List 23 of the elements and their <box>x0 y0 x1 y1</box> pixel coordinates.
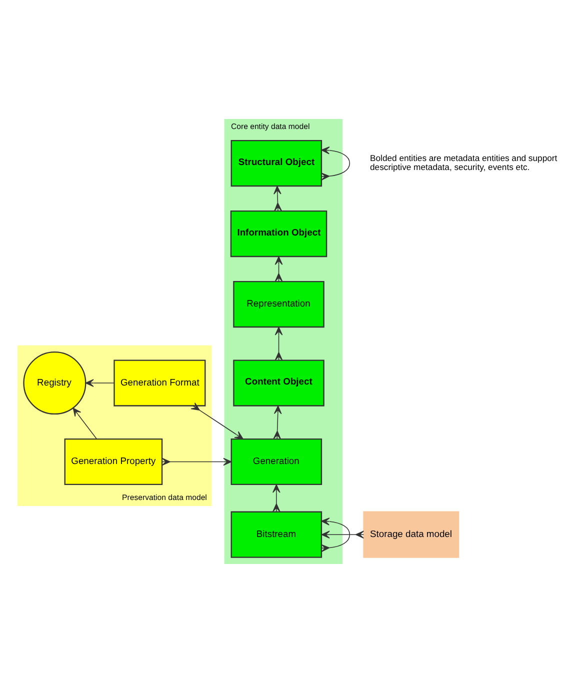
node-box: Generation Format <box>114 360 206 406</box>
node-box: Storage data model <box>363 511 460 558</box>
node-box: Bitstream <box>230 511 322 558</box>
arrow <box>273 406 282 440</box>
arrow <box>320 518 350 552</box>
arrow <box>320 146 350 180</box>
node-box: Content Object <box>233 360 324 406</box>
node-circle: Registry <box>23 351 86 415</box>
label: Bolded entities are metadata entities and support descriptive metadata, security, events etc. <box>370 152 558 172</box>
arrow <box>85 379 114 387</box>
arrow <box>272 484 280 512</box>
node-box: Generation Property <box>64 438 163 486</box>
node-box: Representation <box>233 280 324 328</box>
arrow <box>274 256 283 282</box>
arrow <box>72 408 97 440</box>
arrow <box>274 186 282 212</box>
node-box: Generation <box>230 438 322 486</box>
node-box: Information Object <box>230 210 328 258</box>
node-box: Structural Object <box>230 140 322 187</box>
arrow <box>190 402 244 440</box>
arrow <box>321 530 364 539</box>
arrow <box>162 458 232 466</box>
arrow <box>274 326 283 361</box>
